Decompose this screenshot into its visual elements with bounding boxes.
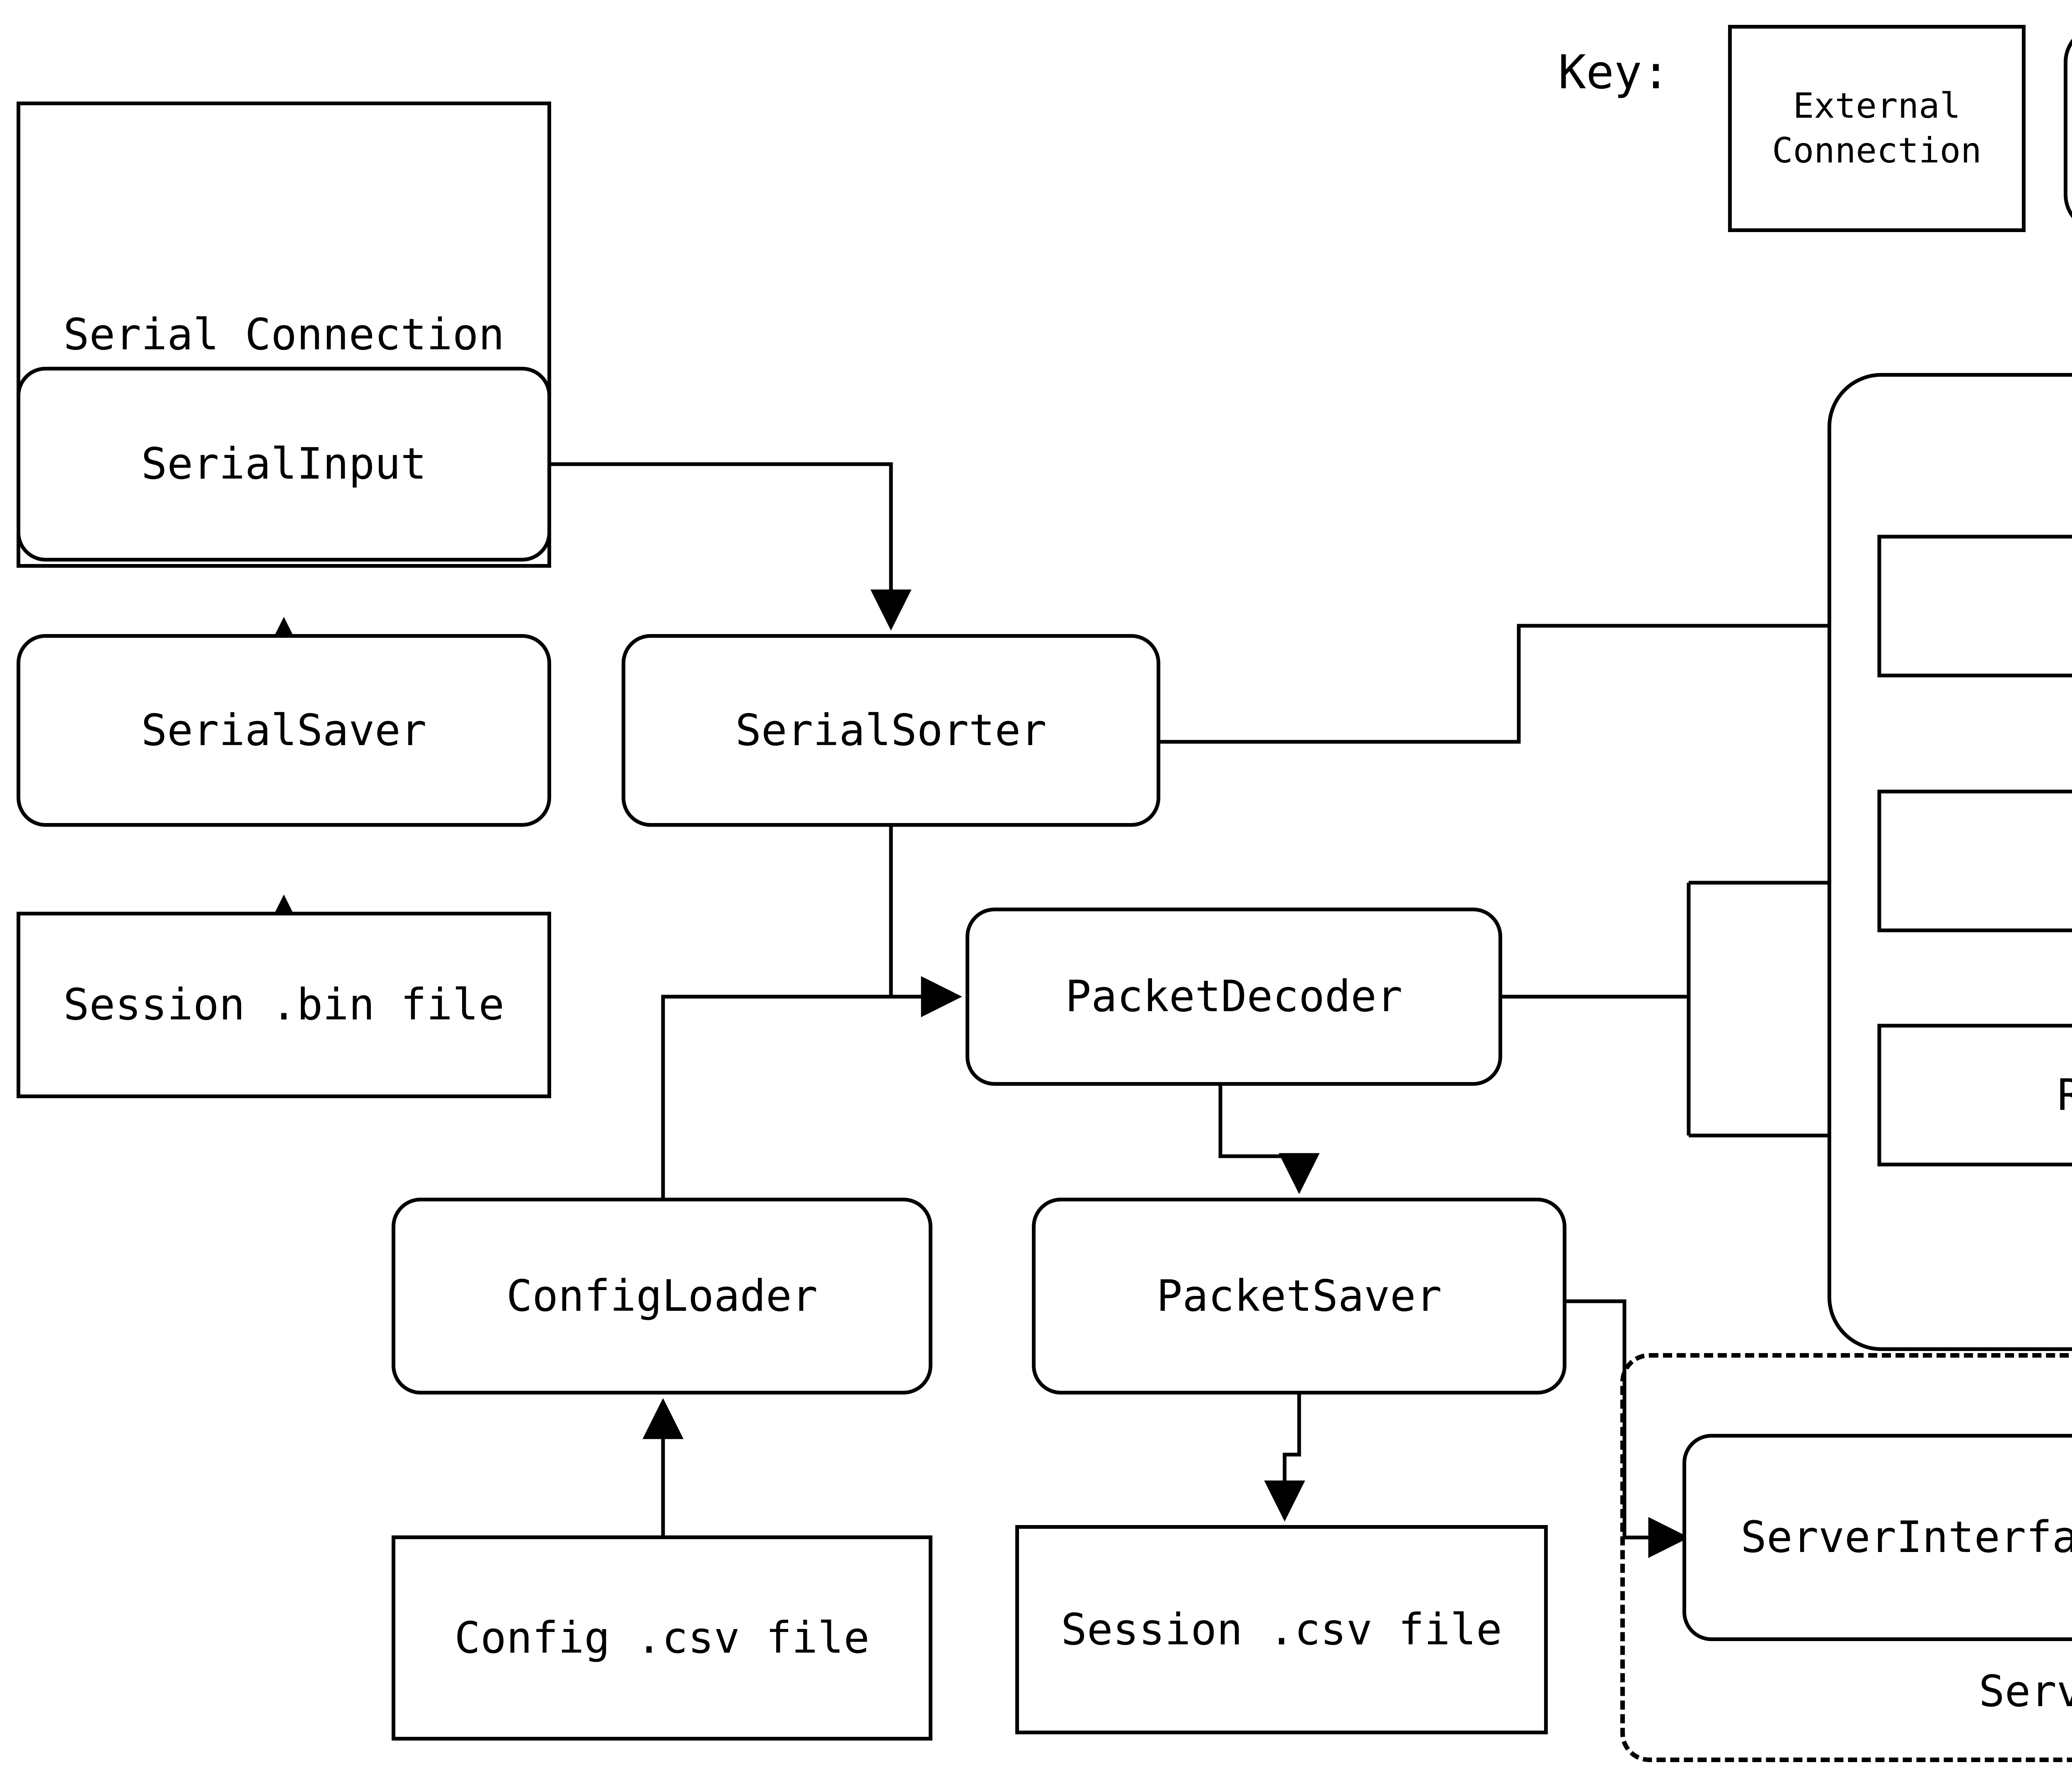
edge-config-loader-to-packet-decoder [661,976,962,1198]
node-radio-frame[interactable]: RadioFrame [1877,1024,2072,1167]
node-data-frame-label: DataFrame [2070,579,2072,634]
node-config-loader[interactable]: ConfigLoader [392,1198,932,1395]
node-config-csv-file-label: Config .csv file [454,1612,870,1663]
node-serial-sorter[interactable]: SerialSorter [622,634,1160,827]
key-label: Key: [1558,46,1670,99]
key-thread-swatch: Thread [2064,25,2072,232]
tkinter-frame-outline [1877,789,2072,932]
node-config-csv-file[interactable]: Config .csv file [392,1535,932,1741]
edge-serial-sorter-to-packet-decoder [889,827,962,1017]
tkinter-frame-outline [1877,1024,2072,1167]
node-config-loader-label: ConfigLoader [506,1270,818,1321]
node-packet-decoder-label: PacketDecoder [1065,971,1403,1022]
key-external-connection-label: External Connection [1772,85,1982,171]
node-serial-sorter-label: SerialSorter [735,705,1047,755]
node-session-bin-file[interactable]: Session .bin file [17,912,551,1098]
node-server-interface-label: ServerInterface [1740,1512,2072,1563]
node-packet-decoder[interactable]: PacketDecoder [966,908,1502,1086]
node-packet-saver-label: PacketSaver [1156,1270,1442,1321]
node-gse-frame[interactable]: GSEFrame [1877,789,2072,932]
node-packet-saver[interactable]: PacketSaver [1032,1198,1566,1395]
node-serial-connection-label: Serial Connection [63,309,505,360]
container-gui-label: GUI [1828,439,2072,490]
container-server[interactable] [1620,1353,2072,1762]
node-session-csv-file[interactable]: Session .csv file [1015,1525,1548,1734]
node-data-frame[interactable]: DataFrame [1877,535,2072,678]
node-serial-saver[interactable]: SerialSaver [17,634,551,827]
node-session-csv-file-label: Session .csv file [1061,1604,1502,1655]
key-external-connection-swatch: External Connection [1728,25,2026,232]
tkinter-frame-outline [1877,535,2072,678]
node-session-bin-file-label: Session .bin file [63,979,505,1030]
node-server-interface[interactable]: ServerInterface [1682,1434,2072,1641]
node-serial-input-label: SerialInput [141,438,427,489]
edge-serial-sorter-to-data-frame [1160,605,1884,744]
edge-serial-input-to-serial-sorter [551,462,912,631]
node-serial-input[interactable]: SerialInput [17,367,551,562]
node-serial-saver-label: SerialSaver [141,705,427,755]
edge-packet-saver-to-session-csv [1264,1395,1305,1522]
node-radio-frame-label: RadioFrame [2057,1069,2072,1120]
edge-packet-decoder-to-packet-saver [1218,1086,1320,1194]
container-server-label: Server w/ RESTful API [1979,1666,2072,1717]
